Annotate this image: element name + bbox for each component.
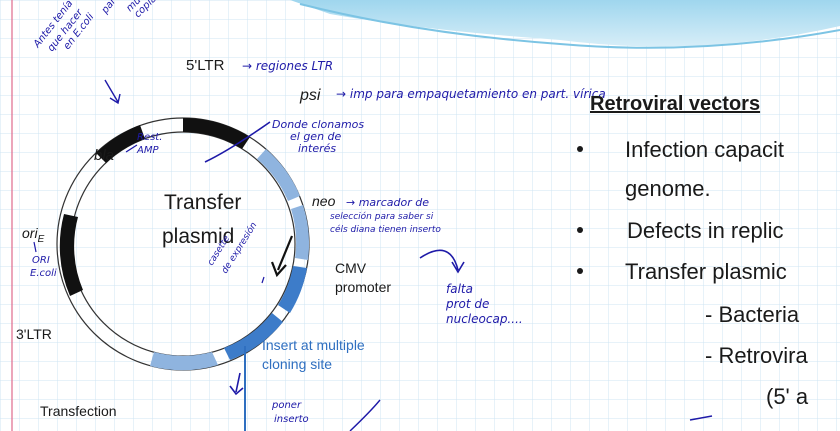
- ltr5-segment: [183, 117, 250, 149]
- note-bla-1: Rest.: [137, 132, 162, 143]
- bla-segment: [96, 125, 145, 163]
- insert-label-line2: cloning site: [262, 356, 332, 372]
- bullet-3: Transfer plasmic: [625, 259, 787, 284]
- ltr3-segment-blue: [150, 352, 218, 371]
- note-falta-1: falta: [446, 282, 473, 296]
- neo-label: neo: [312, 193, 336, 209]
- note-clone-3: interés: [298, 142, 336, 155]
- bullet-dot-2: [577, 227, 583, 233]
- cmv-label-line1: CMV: [335, 260, 367, 276]
- psi-segment: [257, 149, 300, 201]
- ori-segment: [59, 214, 83, 296]
- note-clone-2: el gen de: [290, 130, 342, 143]
- bullet-1-line1: Infection capacit: [625, 137, 784, 162]
- note-ori-1: ORI: [32, 255, 50, 266]
- ltr3-label: 3'LTR: [16, 326, 52, 342]
- top-banner-edge: [299, 3, 840, 49]
- transfection-label: Transfection: [40, 403, 117, 419]
- bullet-2: Defects in replic: [627, 218, 784, 243]
- ltr5-label: 5'LTR: [186, 57, 225, 74]
- cmv-label-line2: promoter: [335, 279, 391, 295]
- bla-label: bla: [94, 147, 114, 164]
- note-neo-1: → marcador de: [346, 196, 429, 209]
- note-ltr: → regiones LTR: [242, 59, 333, 73]
- neo-segment: [291, 205, 310, 260]
- note-falta-2: prot de: [445, 297, 489, 311]
- sub-bullet-2: - Retrovira: [705, 343, 808, 368]
- note-psi: → imp para empaquetamiento en part. víri…: [336, 87, 606, 101]
- bullet-dot-1: [577, 146, 583, 152]
- insert-label-line1: Insert at multiple: [262, 337, 365, 353]
- note-falta-3: nucleocap....: [446, 312, 523, 326]
- plasmid-ring: [56, 117, 310, 371]
- note-poner-1: poner: [271, 400, 302, 411]
- insert-segment: [224, 313, 283, 360]
- center-label-line2: plasmid: [162, 225, 234, 248]
- cmv-segment: [278, 266, 307, 313]
- note-clone-1: Donde clonamos: [272, 118, 364, 131]
- note-neo-3: céls diana tienen inserto: [330, 224, 441, 235]
- psi-label: psi: [299, 87, 321, 104]
- bullet-1-line2: genome.: [625, 176, 711, 201]
- ori-label: oriE: [22, 225, 45, 245]
- top-banner: [290, 0, 840, 47]
- bullet-dot-3: [577, 268, 583, 274]
- center-label-line1: Transfer: [164, 191, 241, 214]
- sub-bullet-1: - Bacteria: [705, 302, 800, 327]
- note-bla-2: AMP: [136, 145, 159, 156]
- slide-title: Retroviral vectors: [590, 93, 760, 115]
- note-poner-2: inserto: [274, 414, 309, 425]
- note-ori-2: E.coli: [30, 268, 57, 279]
- sub-bullet-3: (5' a: [766, 384, 809, 409]
- note-neo-2: selección para saber si: [330, 211, 434, 222]
